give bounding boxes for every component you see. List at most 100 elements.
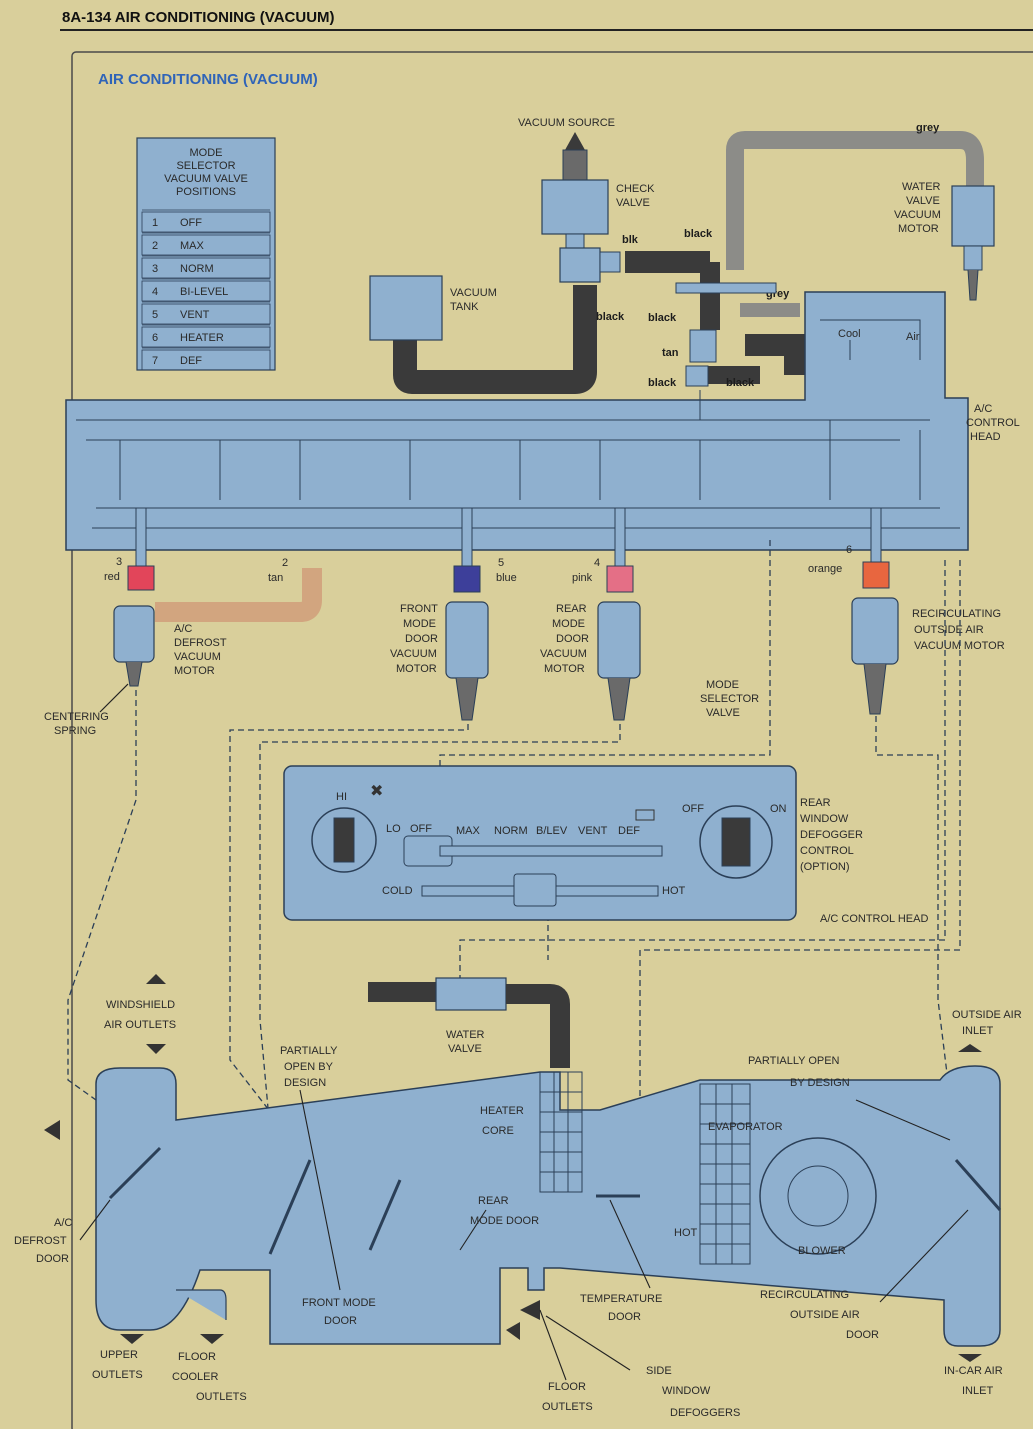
table-row [141,349,271,371]
control-head-side-label: A/C [974,403,992,415]
arrow-left-icon [520,1300,540,1320]
control-head-side-label: CONTROL [966,417,1020,429]
table-row [141,280,271,302]
arrow-down-icon [958,1044,982,1052]
tag-red [127,565,155,591]
vacuum-tank-label: TANK [450,301,479,313]
hot-air-label: HOT [674,1227,698,1239]
partially-open-left-label: DESIGN [284,1077,326,1089]
front-mode-label: FRONT [400,603,438,615]
mode-position-label: VENT [578,825,608,837]
blower-label: BLOWER [798,1245,846,1257]
table-row-number: 4 [152,286,158,298]
defrost-motor-label: DEFROST [174,637,227,649]
port-color-label: tan [268,572,283,584]
table-row-label: VENT [180,309,210,321]
heater-core-label: CORE [482,1125,514,1137]
centering-spring-label: SPRING [54,725,96,737]
figure-title: AIR CONDITIONING (VACUUM) [98,71,318,88]
floor-cooler-duct [176,1289,227,1320]
table-row [141,234,271,256]
airflow-arrows [44,974,982,1362]
table-row [141,257,271,279]
defrost-motor-label: MOTOR [174,665,215,677]
cool-label: Cool [838,328,861,340]
floor-cooler-label: OUTLETS [196,1391,247,1403]
table-row-number: 1 [152,217,158,229]
check-valve-label: CHECK [616,183,655,195]
heater-core-label: HEATER [480,1105,524,1117]
rear-mode-door-label: MODE DOOR [470,1215,539,1227]
hose-color-label: black [596,311,625,323]
control-head-caption: A/C CONTROL HEAD [820,913,928,925]
table-row-label: MAX [180,240,205,252]
hose-color-label: tan [662,347,679,359]
ac-control-head-panel: ✖ [283,765,797,921]
windshield-outlets-label: AIR OUTLETS [104,1019,176,1031]
table-row-label: HEATER [180,332,224,344]
rear-mode-label: VACUUM [540,648,587,660]
front-mode-door-label: FRONT MODE [302,1297,376,1309]
leader-lines [79,1089,969,1381]
in-car-air-inlet-label: INLET [962,1385,993,1397]
side-window-label: WINDOW [662,1385,711,1397]
rear-mode-label: MOTOR [544,663,585,675]
mode-selector-valve-label: VALVE [706,707,740,719]
water-valve-label: VALVE [448,1043,482,1055]
table-row-label: DEF [180,355,202,367]
rear-defogger-label: REAR [800,797,831,809]
tan-fitting [689,329,717,363]
defrost-vacuum-motor [113,605,155,687]
mode-position-label: MAX [456,825,481,837]
water-valve-motor-label: MOTOR [898,223,939,235]
fan-icon: ✖ [370,781,383,800]
mode-off-label: OFF [410,823,432,835]
side-window-label: SIDE [646,1365,672,1377]
table-row-label: OFF [180,217,202,229]
rear-mode-door-label: REAR [478,1195,509,1207]
table-row-number: 5 [152,309,158,321]
rear-mode-label: MODE [552,618,585,630]
black-hose-tank [393,285,597,394]
table-title-line: POSITIONS [176,186,236,198]
temperature-door-label: TEMPERATURE [580,1293,662,1305]
floor-outlets-label: FLOOR [548,1381,586,1393]
tan-hose [155,568,322,622]
table-row [141,326,271,348]
hose-color-label: black [726,377,755,389]
recirc-motor-label: OUTSIDE AIR [914,624,984,636]
arrow-down-icon [146,1044,166,1054]
front-mode-label: VACUUM [390,648,437,660]
water-valve-label: WATER [446,1029,485,1041]
front-mode-label: DOOR [405,633,438,645]
vacuum-tank-label: VACUUM [450,287,497,299]
fan-hi-label: HI [336,791,347,803]
arrow-down-icon [120,1334,144,1344]
water-valve-vacuum-motor [951,185,995,301]
partially-open-left-label: PARTIALLY [280,1045,338,1057]
control-head-internal-lines [76,319,960,529]
control-head-block [65,291,969,551]
table-row-number: 6 [152,332,158,344]
vacuum-tank [369,275,443,341]
rear-defogger-label: WINDOW [800,813,849,825]
front-mode-label: MODE [403,618,436,630]
arrow-left-icon [506,1322,520,1340]
control-head-side-label: HEAD [970,431,1001,443]
floor-outlets-label: OUTLETS [542,1401,593,1413]
tag-orange [862,561,890,589]
grey-hose [726,131,984,270]
doors [108,1146,1002,1255]
port-number: 5 [498,557,504,569]
rear-mode-label: DOOR [556,633,589,645]
fan-lo-label: LO [386,823,401,835]
arrow-up-icon [146,974,166,984]
rear-defogger-label: DEFOGGER [800,829,863,841]
temp-lever[interactable] [513,873,557,907]
vacuum-source-tip [565,132,585,150]
recirc-door-label: RECIRCULATING [760,1289,849,1301]
check-valve [541,179,609,235]
front-mode-label: MOTOR [396,663,437,675]
recirc-vacuum-motor [851,597,899,715]
